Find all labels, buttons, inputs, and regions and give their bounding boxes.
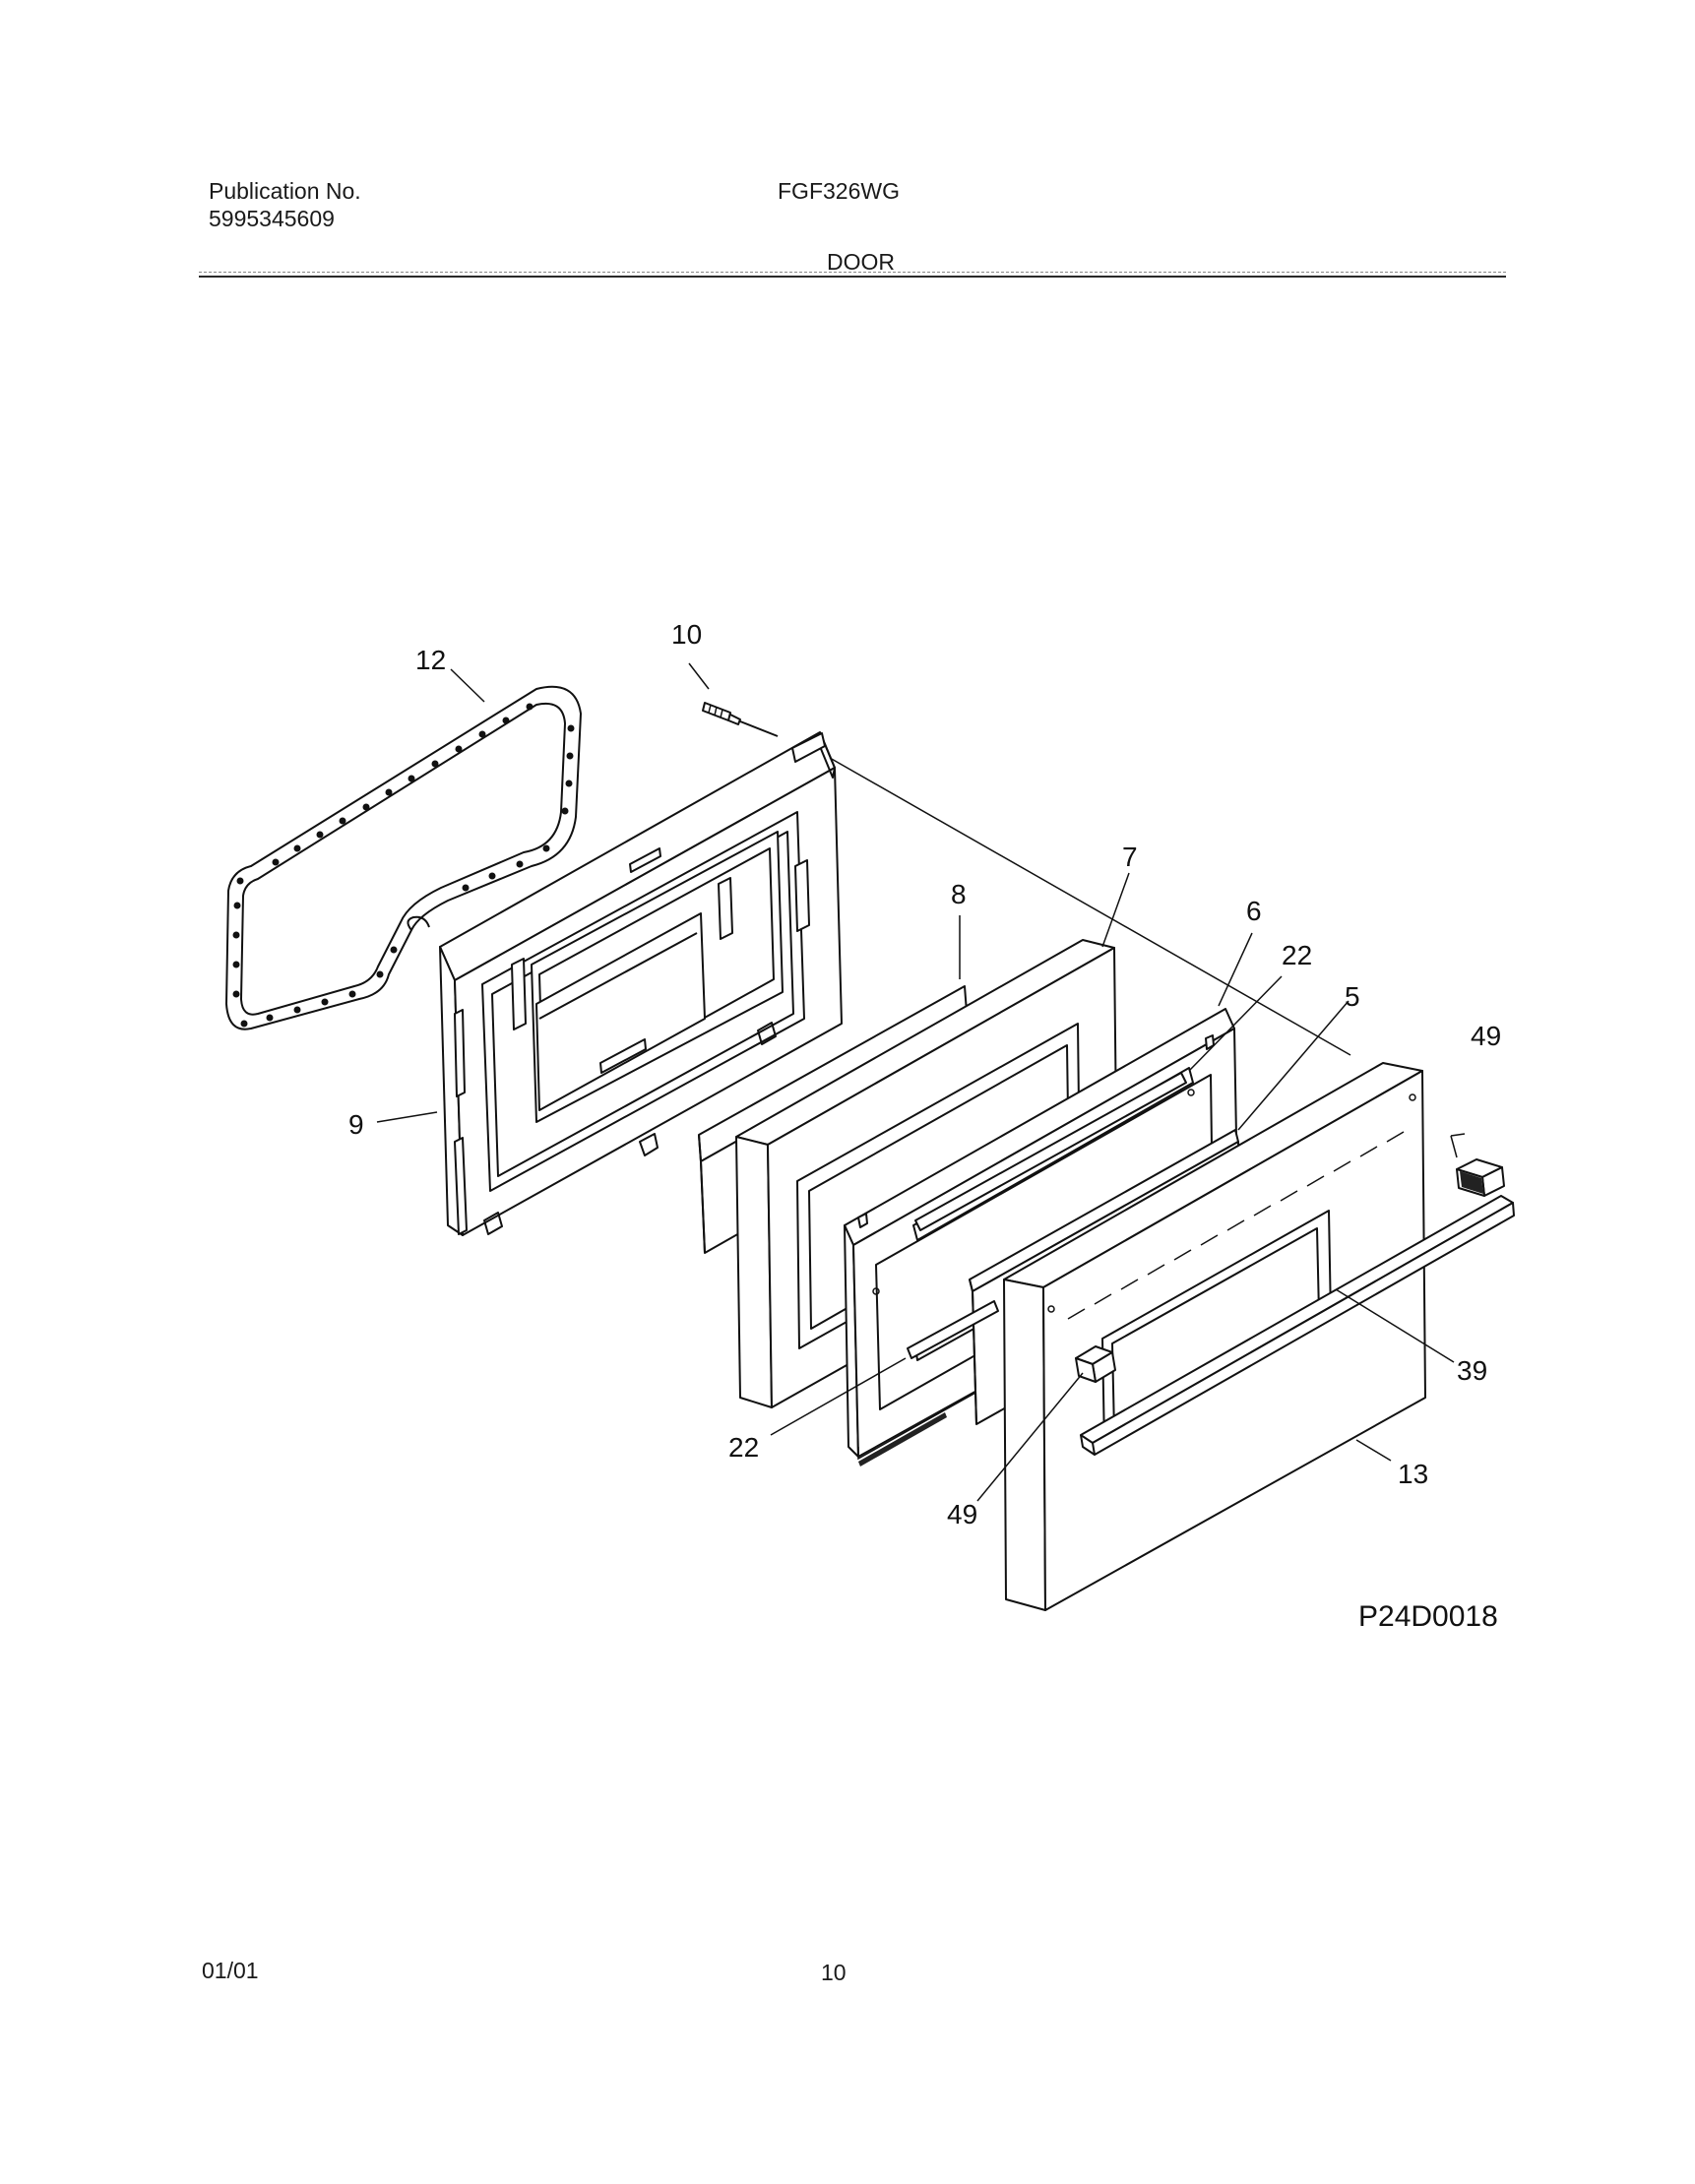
header-dashed-rule <box>199 272 1506 273</box>
model-number: FGF326WG <box>778 178 900 204</box>
callout-10: 10 <box>671 619 702 650</box>
drawing-code: P24D0018 <box>1358 1600 1498 1633</box>
screw-part-10 <box>702 702 779 737</box>
inner-door-panel-part-9 <box>439 731 843 1236</box>
callout-8: 8 <box>951 879 967 909</box>
handle-end-cap-49 <box>1075 1158 1505 1383</box>
callout-22-upper: 22 <box>1282 940 1312 970</box>
vent-slots <box>1067 1131 1405 1320</box>
gasket-clips <box>232 703 575 1028</box>
handle-part-39 <box>1080 1195 1515 1456</box>
gasket-part-12 <box>225 685 582 1030</box>
section-title: DOOR <box>827 249 895 275</box>
publication-number: 5995345609 <box>209 206 335 231</box>
header-rule <box>199 276 1506 278</box>
callout-22-lower: 22 <box>728 1432 759 1463</box>
callout-39: 39 <box>1457 1355 1487 1386</box>
callout-5: 5 <box>1345 981 1360 1012</box>
callout-12: 12 <box>415 645 446 675</box>
leader-lines <box>376 662 1466 1502</box>
callout-7: 7 <box>1122 842 1138 872</box>
footer-date: 01/01 <box>202 1958 259 1983</box>
callout-9: 9 <box>348 1109 364 1140</box>
callout-49-right: 49 <box>1471 1021 1501 1051</box>
glass-retainer-part-22 <box>907 1072 1187 1359</box>
callout-13: 13 <box>1398 1459 1428 1489</box>
publication-label: Publication No. <box>209 178 361 204</box>
callout-6: 6 <box>1246 896 1262 926</box>
outer-door-panel-part-13 <box>1003 1062 1426 1611</box>
page-number: 10 <box>821 1960 847 1985</box>
callout-49-lower: 49 <box>947 1499 977 1529</box>
